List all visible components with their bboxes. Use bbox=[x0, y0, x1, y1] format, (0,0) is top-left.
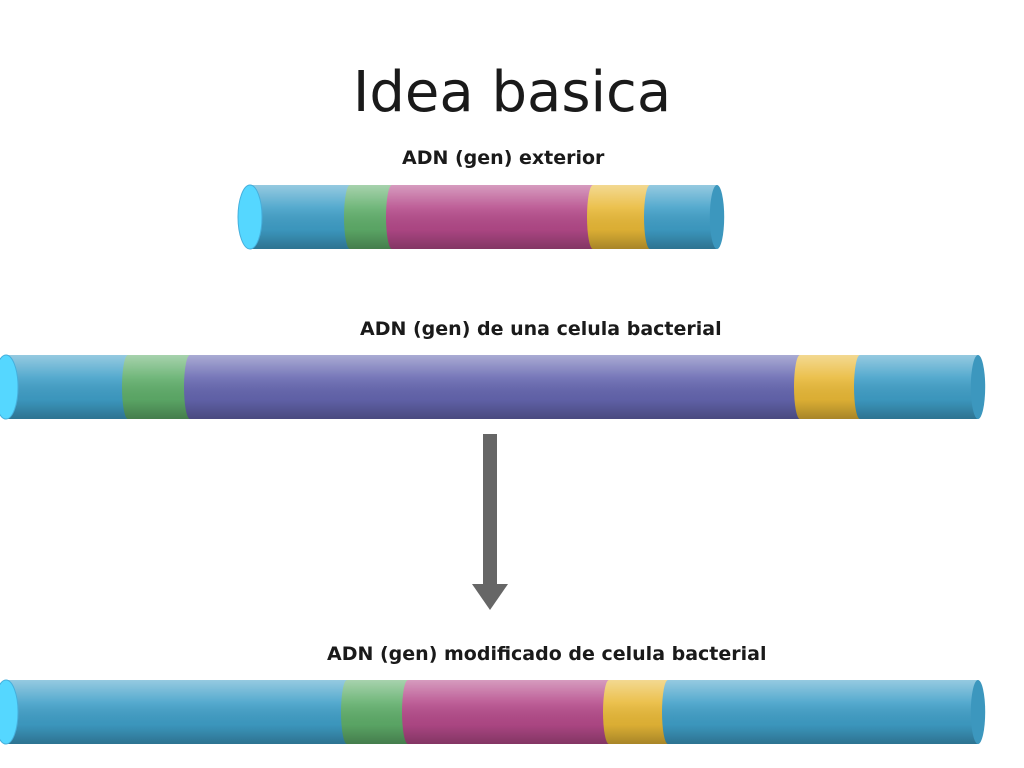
modified-shading bbox=[6, 680, 978, 744]
strand-bacterial bbox=[0, 354, 986, 420]
label-modified-dna: ADN (gen) modificado de celula bacterial bbox=[327, 643, 767, 665]
strand-exterior bbox=[237, 184, 725, 250]
modified-right-cap bbox=[970, 680, 986, 744]
bacterial-right-cap bbox=[970, 355, 986, 419]
exterior-right-cap bbox=[709, 185, 725, 249]
label-exterior-dna: ADN (gen) exterior bbox=[402, 147, 605, 169]
bacterial-left-cap bbox=[0, 354, 19, 420]
slide-title: Idea basica bbox=[352, 60, 672, 125]
strand-modified bbox=[0, 679, 986, 745]
down-arrow-icon bbox=[472, 434, 508, 610]
bacterial-shading bbox=[6, 355, 978, 419]
modified-left-cap bbox=[0, 679, 19, 745]
exterior-left-cap bbox=[237, 184, 263, 250]
label-bacterial-dna: ADN (gen) de una celula bacterial bbox=[360, 318, 722, 340]
exterior-shading bbox=[250, 185, 717, 249]
arrow-shaft bbox=[483, 434, 497, 586]
arrow-head bbox=[472, 584, 508, 610]
